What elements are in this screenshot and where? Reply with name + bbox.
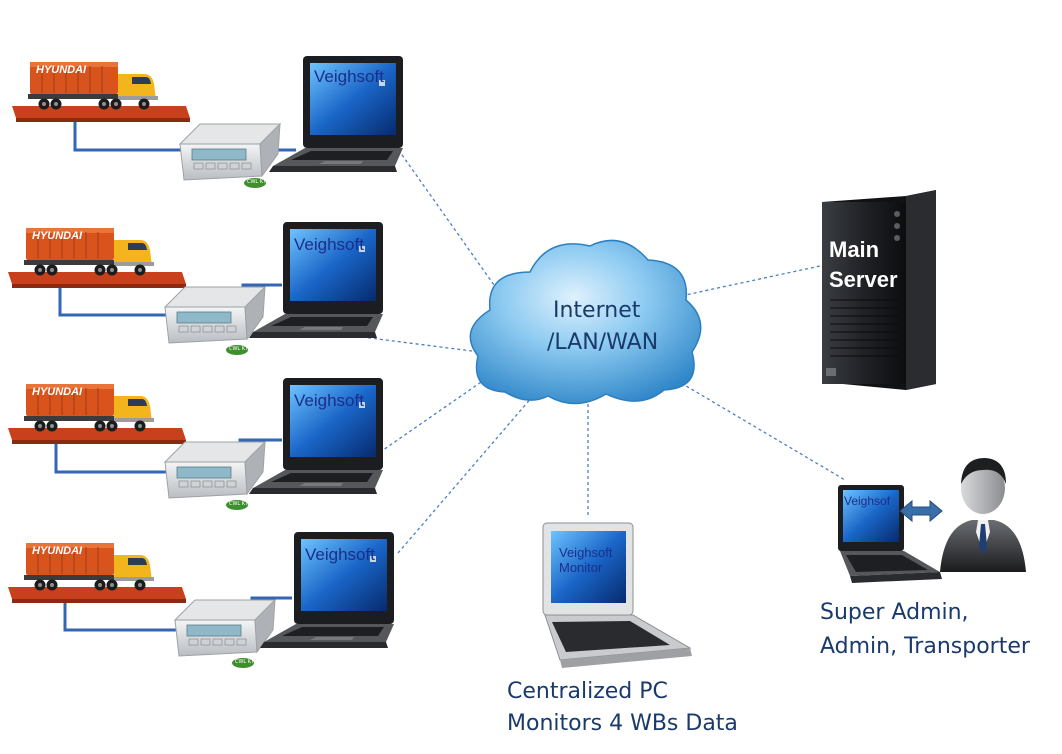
- indicator-badge: [226, 345, 248, 355]
- platform-cable: [54, 444, 166, 474]
- monitor-screen-line2: Monitor: [559, 560, 603, 575]
- indicator-badge: [226, 500, 248, 510]
- laptop-screen-text-2: Veighsoft: [294, 235, 364, 254]
- monitor-screen-line1: Veighsoft: [559, 545, 613, 560]
- indicator-tag-1: CWL KTR: [247, 179, 270, 185]
- two-way-arrow: [899, 499, 943, 523]
- server-label-line2: Server: [829, 267, 898, 292]
- truck-brand-3: HYUNDAI: [32, 386, 83, 398]
- platform-cable: [63, 603, 178, 632]
- truck-brand-1: HYUNDAI: [36, 64, 87, 76]
- cloud-label-line1: Internet: [553, 298, 641, 323]
- station-2: [7, 222, 383, 355]
- server-label: Main Server: [829, 235, 898, 295]
- user-icon: [940, 458, 1026, 572]
- admin-laptop: [838, 485, 942, 583]
- indicator-badge: [244, 178, 266, 188]
- laptop-screen-text-4: Veighsoft: [305, 545, 375, 564]
- indicator-badge: [232, 658, 254, 668]
- platform-cable: [58, 288, 168, 317]
- main-server: [822, 190, 936, 390]
- link-station-4: [397, 381, 546, 554]
- monitor-caption-line2: Monitors 4 WBs Data: [507, 711, 738, 736]
- platform-cable: [73, 122, 182, 152]
- indicator-tag-4: CWL KTR: [235, 659, 258, 665]
- link-station-2: [361, 336, 481, 353]
- laptop-screen-text-1: Veighsoft: [314, 67, 384, 86]
- truck-brand-4: HYUNDAI: [32, 545, 83, 557]
- admin-caption-line2: Admin, Transporter: [820, 634, 1030, 659]
- weighing-indicator: [174, 599, 276, 657]
- station-4: [7, 532, 394, 668]
- indicator-tag-2: CWL KTR: [229, 346, 252, 352]
- weighing-indicator: [164, 441, 266, 499]
- truck-brand-2: HYUNDAI: [32, 230, 83, 242]
- server-label-line1: Main: [829, 237, 880, 262]
- indicator-tag-3: CWL KTR: [229, 501, 252, 507]
- monitor-screen-text: Veighsoft Monitor: [559, 545, 613, 575]
- laptop-screen-text-3: Veighsoft: [294, 391, 364, 410]
- weighing-indicator: [179, 123, 281, 181]
- link-station-1: [394, 144, 507, 303]
- monitor-caption-line1: Centralized PC: [507, 679, 668, 704]
- internet-cloud: [469, 239, 702, 405]
- station-1: [11, 56, 403, 188]
- link-server: [675, 265, 821, 298]
- admin-screen-text: Veighsof: [844, 494, 891, 508]
- station-3: [7, 378, 383, 510]
- weighing-indicator: [164, 286, 266, 344]
- link-admin: [675, 379, 846, 481]
- cloud-label-line2: /LAN/WAN: [547, 330, 659, 355]
- admin-caption-line1: Super Admin,: [820, 600, 969, 625]
- centralized-pc: [542, 522, 692, 668]
